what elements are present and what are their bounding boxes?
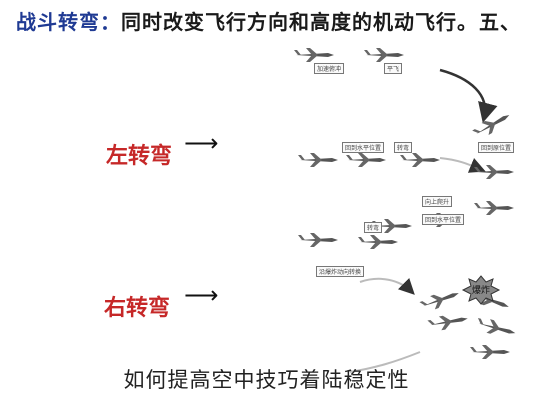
- flight-path-arrow: [439, 157, 486, 173]
- left-turn-label: 左转弯: [106, 143, 173, 169]
- annotation-label: 回到原位置: [478, 142, 515, 153]
- section-number: 五、: [479, 10, 521, 32]
- airplane-icon: [474, 316, 518, 340]
- caption-text: 如何提高空中技巧着陆稳定性: [123, 368, 410, 392]
- burst-label: 爆炸: [472, 284, 490, 296]
- burst-icon: [461, 275, 501, 305]
- airplane-icon: [346, 153, 386, 167]
- flight-path-arrow: [359, 277, 415, 295]
- airplane-icon: [474, 165, 514, 179]
- airplane-icon: [298, 153, 338, 167]
- section-title: 战斗转弯：: [16, 10, 121, 32]
- airplane-icon: [364, 48, 404, 62]
- airplane-icon: [427, 311, 469, 333]
- right-turn-label: 右转弯: [104, 295, 171, 321]
- flight-path-arrow: [349, 351, 421, 373]
- airplane-icon: [358, 235, 398, 249]
- airplane-icon: [470, 345, 510, 359]
- airplane-icon: [294, 48, 334, 62]
- annotation-label: 加速俯冲: [314, 63, 345, 74]
- right-arrow-icon: ⟶: [184, 129, 219, 157]
- annotation-label: 沿爆炸动向转换: [316, 266, 365, 277]
- annotation-label: 转弯: [394, 142, 413, 153]
- annotation-label: 回到水平位置: [342, 142, 385, 153]
- annotation-label: 回到水平位置: [422, 214, 465, 225]
- annotation-label: 转弯: [364, 222, 383, 233]
- airplane-icon: [400, 153, 440, 167]
- section-description: 同时改变飞行方向和高度的机动飞行。: [121, 10, 478, 32]
- annotation-label: 平飞: [384, 63, 403, 74]
- airplane-icon: [298, 233, 338, 247]
- airplane-icon: [471, 108, 513, 142]
- flight-path-arrow: [439, 68, 498, 123]
- header-text: 战斗转弯：同时改变飞行方向和高度的机动飞行。: [16, 6, 478, 32]
- annotation-label: 向上爬升: [422, 196, 453, 207]
- section-header: 五、 战斗转弯：同时改变飞行方向和高度的机动飞行。: [8, 6, 525, 32]
- airplane-icon: [474, 201, 514, 215]
- airplane-icon: [418, 286, 462, 314]
- right-arrow-icon: ⟶: [184, 281, 219, 309]
